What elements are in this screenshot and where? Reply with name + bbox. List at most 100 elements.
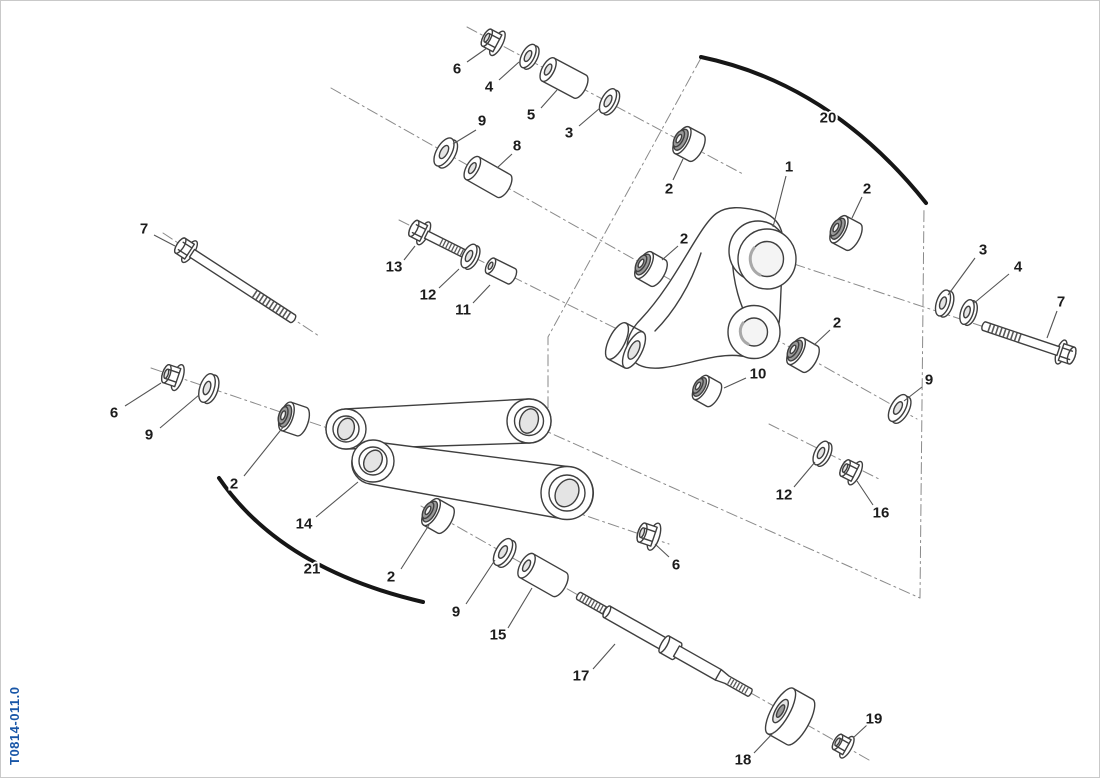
part-bell-crank-1 <box>601 208 796 372</box>
callout-washer-12a: 12 <box>418 269 459 306</box>
part-washer-top-3 <box>595 85 624 119</box>
callout-bushing-2b: 2 <box>852 179 873 219</box>
callout-washer-12b: 12 <box>774 462 815 506</box>
svg-text:4: 4 <box>485 79 494 96</box>
callout-bushing-2d: 2 <box>814 313 843 346</box>
svg-text:5: 5 <box>527 107 535 124</box>
svg-text:6: 6 <box>110 405 118 422</box>
callout-bolt-13: 13 <box>384 246 415 278</box>
svg-text:9: 9 <box>925 372 933 389</box>
part-bolt-7-right <box>978 314 1080 370</box>
callout-washer-4b: 4 <box>973 257 1025 305</box>
part-washer-12a <box>457 241 484 273</box>
part-spacer-5 <box>536 54 592 102</box>
svg-text:7: 7 <box>1057 294 1065 311</box>
svg-text:6: 6 <box>453 61 461 78</box>
callout-bushing-10: 10 <box>724 364 768 389</box>
svg-text:10: 10 <box>750 366 767 383</box>
svg-text:7: 7 <box>140 221 148 238</box>
callout-bushing-2a: 2 <box>663 159 683 200</box>
svg-text:14: 14 <box>296 516 313 533</box>
svg-text:17: 17 <box>573 668 590 685</box>
svg-text:2: 2 <box>680 231 688 248</box>
part-bushing-2f <box>416 494 459 537</box>
callout-bolt-7-left: 7 <box>138 219 175 247</box>
part-nut-6c <box>632 517 665 553</box>
callout-washer-9c: 9 <box>143 395 199 446</box>
svg-text:19: 19 <box>866 711 883 728</box>
svg-text:2: 2 <box>230 476 238 493</box>
part-bushing-2e <box>273 399 314 439</box>
svg-text:11: 11 <box>455 302 471 319</box>
callout-washer-top: 4 <box>483 62 519 98</box>
part-washer-4b <box>956 297 981 328</box>
svg-text:18: 18 <box>735 752 752 769</box>
callout-washer-mid: 9 <box>453 111 488 145</box>
callout-spacer-15: 15 <box>488 588 532 646</box>
svg-text:9: 9 <box>145 427 153 444</box>
part-nut-6b <box>157 359 188 393</box>
callout-washer-9d: 9 <box>450 560 495 623</box>
part-washer-9d <box>488 534 521 572</box>
callout-nut-6b: 6 <box>108 383 161 424</box>
callout-spacer-mid: 8 <box>497 136 523 169</box>
callout-washer-top-2: 3 <box>563 108 600 144</box>
svg-text:9: 9 <box>452 604 460 621</box>
callout-group-21: 21 <box>302 559 323 580</box>
callout-bushing-11: 11 <box>453 285 490 321</box>
callout-nut-6c: 6 <box>655 544 682 576</box>
callout-nut-19: 19 <box>853 709 884 739</box>
svg-text:8: 8 <box>513 138 521 155</box>
svg-text:4: 4 <box>1014 259 1023 276</box>
callout-bushing-2e: 2 <box>228 426 284 495</box>
svg-text:2: 2 <box>863 181 871 198</box>
svg-text:13: 13 <box>386 259 403 276</box>
axis-lines <box>151 27 1075 760</box>
svg-text:12: 12 <box>420 287 437 304</box>
svg-text:2: 2 <box>387 569 395 586</box>
part-washer-9a <box>429 134 463 172</box>
part-bolt-7-left <box>169 232 302 330</box>
svg-text:6: 6 <box>672 557 680 574</box>
callout-link-arms: 14 <box>294 482 358 535</box>
callout-washer-9b: 9 <box>904 370 935 402</box>
group-20-boundary <box>548 58 924 598</box>
svg-text:20: 20 <box>820 110 837 127</box>
callouts: 6 4 5 3 9 8 20 2 1 2 13 12 11 2 2 10 3 4… <box>108 48 1067 771</box>
part-bushing-2d <box>781 333 824 376</box>
part-washer-top-4 <box>515 41 544 73</box>
callout-shaft-17: 17 <box>571 644 615 687</box>
svg-text:2: 2 <box>833 315 841 332</box>
part-nut-19 <box>827 729 858 761</box>
part-washer-9c <box>194 370 223 407</box>
svg-text:3: 3 <box>979 242 987 259</box>
part-bushing-11 <box>482 256 520 286</box>
callout-bushing-2c: 2 <box>662 229 690 261</box>
svg-text:2: 2 <box>665 181 673 198</box>
svg-text:15: 15 <box>490 627 507 644</box>
callout-group-20: 20 <box>818 108 839 129</box>
group-bracket-21 <box>219 478 423 602</box>
svg-text:9: 9 <box>478 113 486 130</box>
part-bushing-2c <box>629 247 672 290</box>
callout-nut-16: 16 <box>857 481 891 524</box>
group-bracket-20 <box>701 57 926 203</box>
callout-bell-crank: 1 <box>773 157 795 228</box>
svg-text:12: 12 <box>776 487 793 504</box>
part-link-arms-14 <box>326 399 593 520</box>
svg-text:21: 21 <box>304 561 321 578</box>
part-roller-18 <box>760 684 820 749</box>
part-bushing-2a <box>667 122 710 165</box>
svg-text:1: 1 <box>785 159 793 176</box>
callout-bushing-2f: 2 <box>385 525 429 588</box>
part-bushing-2b <box>824 211 867 254</box>
svg-text:16: 16 <box>873 505 890 522</box>
callout-bolt-7-right: 7 <box>1047 292 1067 339</box>
svg-text:3: 3 <box>565 125 573 142</box>
callout-spacer-top: 5 <box>525 90 557 126</box>
drawing-number: T0814-011.0 <box>7 686 22 765</box>
part-shaft-17 <box>573 587 756 702</box>
part-bushing-10 <box>687 371 726 410</box>
